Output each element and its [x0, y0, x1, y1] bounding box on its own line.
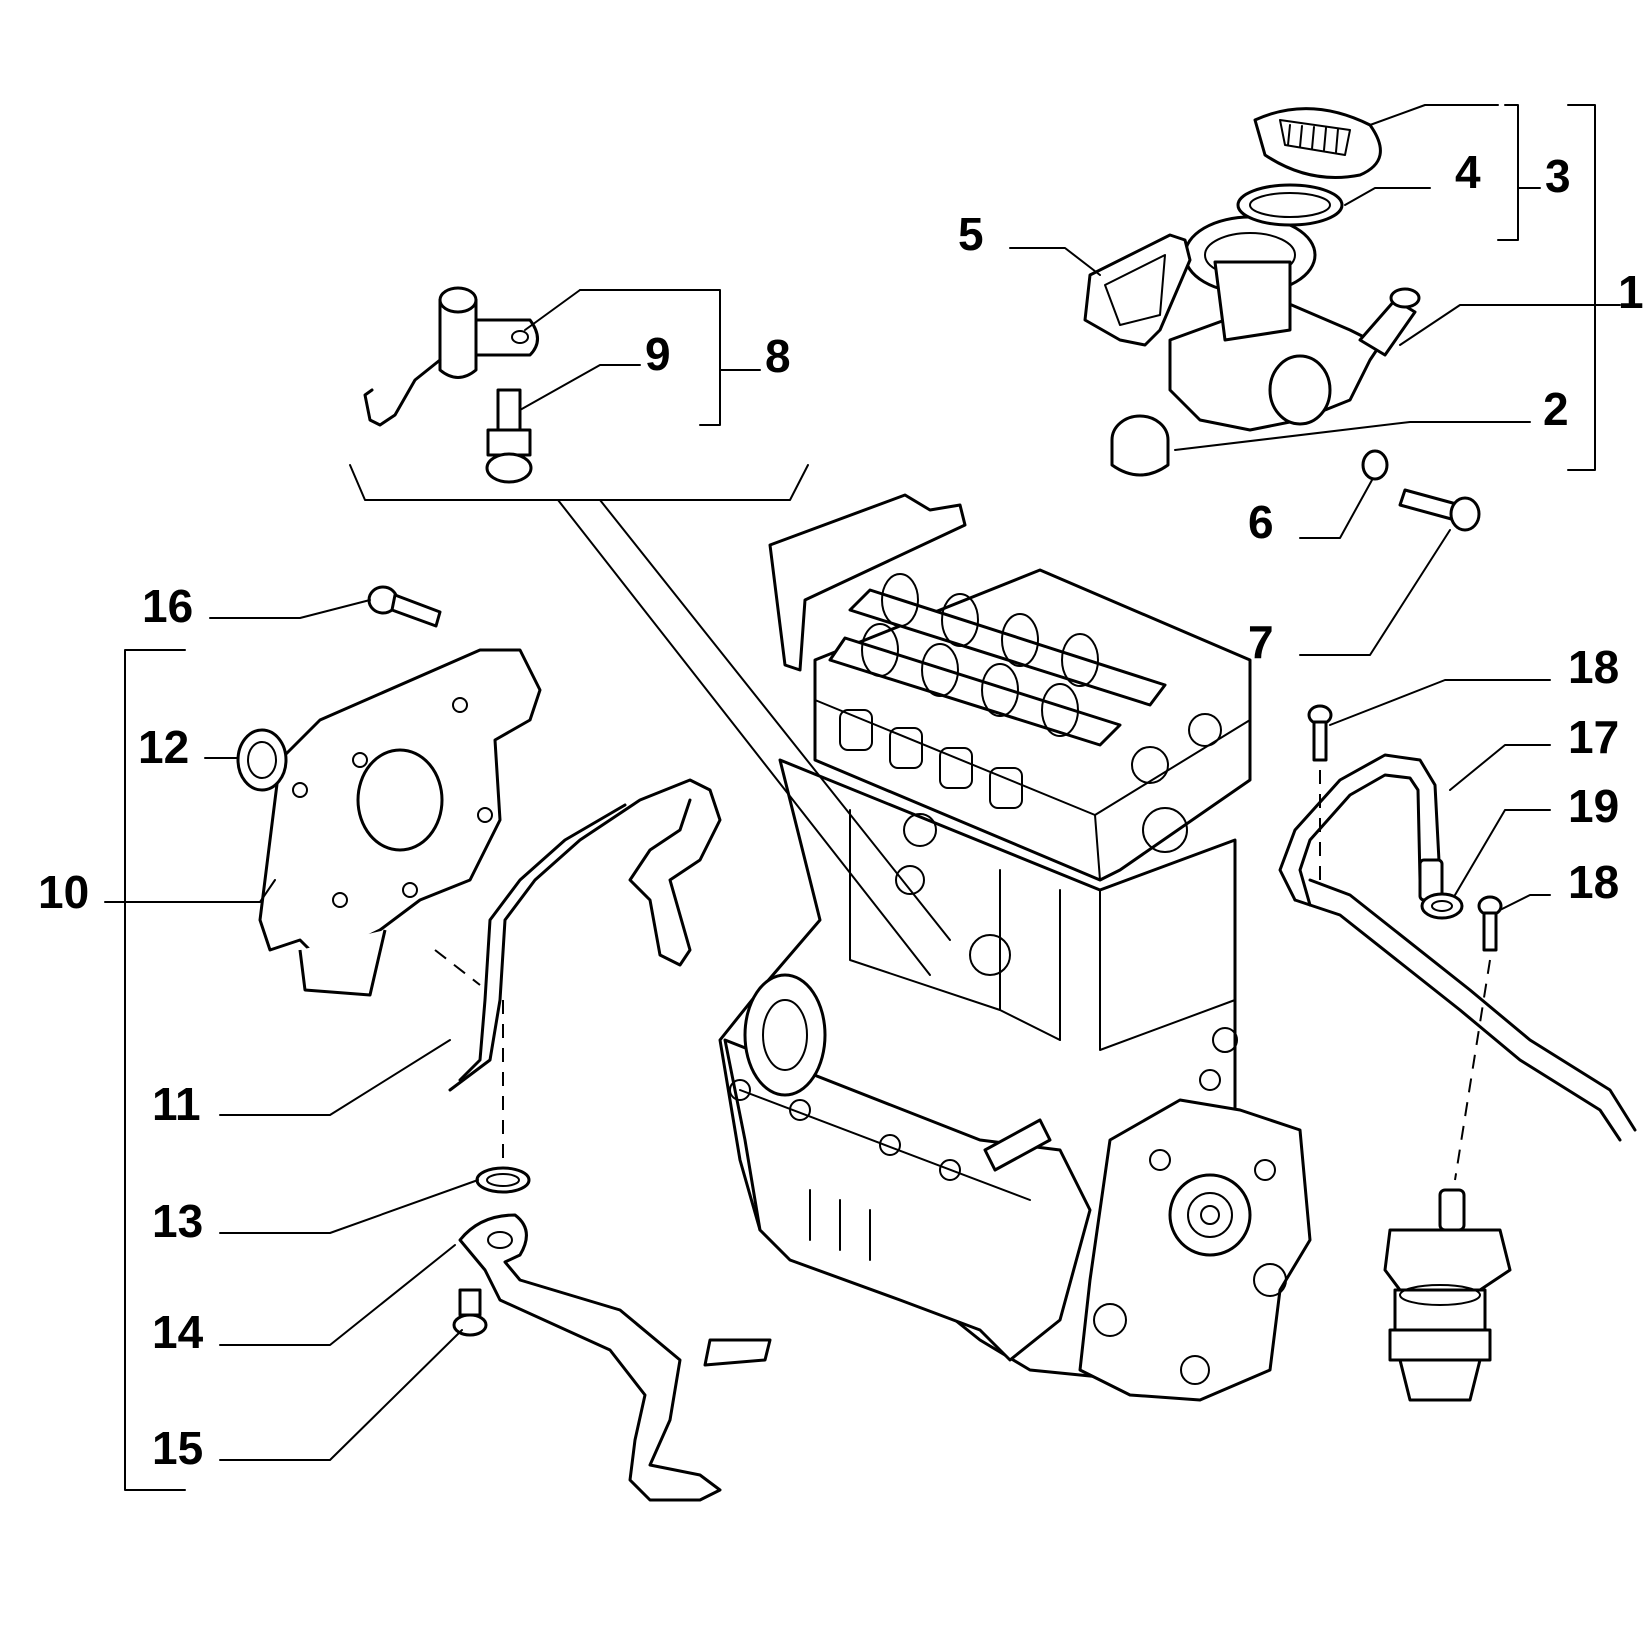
callout-9: 9: [645, 328, 671, 380]
callout-15: 15: [152, 1422, 203, 1474]
cap-seal-ring: [1236, 183, 1344, 227]
callout-2: 2: [1543, 383, 1569, 435]
thermostat-housing: [1168, 215, 1421, 432]
vent-hose: [1278, 753, 1637, 1142]
callout-1: 1: [1618, 266, 1644, 318]
callout-5: 5: [958, 208, 984, 260]
callout-13: 13: [152, 1195, 203, 1247]
assembly-axes: [434, 770, 1491, 1181]
callout-18-upper: 18: [1568, 641, 1619, 693]
bolt-18-upper: [1307, 704, 1333, 762]
oil-seal: [236, 728, 288, 792]
callout-19: 19: [1568, 780, 1619, 832]
callout-3: 3: [1545, 150, 1571, 202]
callout-18-lower: 18: [1568, 856, 1619, 908]
o-ring: [475, 1166, 531, 1194]
hose-clamp: [1420, 892, 1464, 920]
callout-11: 11: [152, 1078, 201, 1130]
washer: [1361, 449, 1389, 481]
oil-pickup-pipe: [458, 1213, 772, 1502]
leader-lines: [104, 104, 1621, 1491]
fitting: [485, 388, 533, 484]
bolt-7: [1398, 488, 1481, 532]
callout-14: 14: [152, 1306, 204, 1358]
auxiliary-pump: [1383, 1188, 1512, 1402]
callout-6: 6: [1248, 496, 1274, 548]
filler-cap: [1253, 107, 1382, 179]
callout-4: 4: [1455, 146, 1481, 198]
plug: [1110, 414, 1170, 477]
callout-labels: 1 2 3 4 5 6 7 8 9 10 11 12 13 14 15 16 1…: [38, 146, 1644, 1474]
bolt-16: [367, 585, 442, 628]
engine-block: [718, 493, 1312, 1402]
callout-7: 7: [1248, 616, 1274, 668]
callout-8: 8: [765, 330, 791, 382]
sensor-with-bracket: [363, 286, 539, 427]
housing-gasket: [1083, 233, 1192, 347]
front-cover-gasket: [448, 778, 722, 1092]
callout-10: 10: [38, 866, 89, 918]
callout-16: 16: [142, 580, 193, 632]
bolt-15: [452, 1288, 488, 1337]
front-cover: [258, 648, 542, 997]
bolt-18-lower: [1477, 895, 1503, 952]
callout-17: 17: [1568, 711, 1619, 763]
callout-12: 12: [138, 721, 189, 773]
